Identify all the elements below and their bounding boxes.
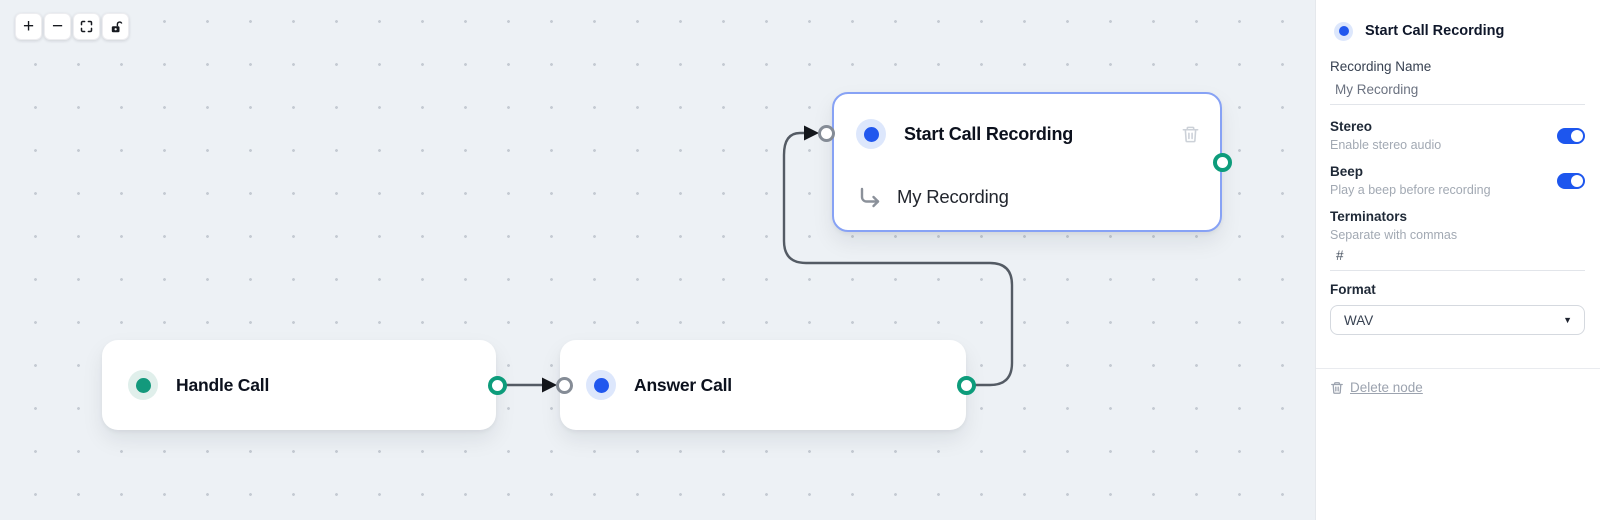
- node-answer-call[interactable]: Answer Call: [560, 340, 966, 430]
- node-type-icon: [856, 119, 886, 149]
- blue-dot-icon: [1338, 26, 1349, 36]
- canvas-toolbar: + −: [15, 13, 129, 40]
- flow-canvas[interactable]: + −: [0, 0, 1315, 520]
- panel-header: Start Call Recording: [1330, 20, 1585, 42]
- node-type-icon: [128, 370, 158, 400]
- terminators-label: Terminators: [1330, 209, 1408, 224]
- fit-view-icon: [79, 19, 94, 34]
- stereo-description: Enable stereo audio: [1330, 138, 1442, 152]
- terminators-description: Separate with commas: [1330, 228, 1458, 242]
- teal-dot-icon: [135, 377, 151, 393]
- node-subtitle: My Recording: [897, 186, 1009, 207]
- lock-button[interactable]: [102, 13, 129, 40]
- beep-description: Play a beep before recording: [1330, 183, 1491, 197]
- fit-view-button[interactable]: [73, 13, 100, 40]
- trash-icon[interactable]: [1181, 125, 1200, 144]
- blue-dot-icon: [863, 126, 879, 142]
- beep-toggle[interactable]: [1557, 173, 1585, 189]
- delete-node-link[interactable]: Delete node: [1330, 380, 1423, 395]
- unlock-icon: [109, 20, 123, 34]
- node-title: Start Call Recording: [904, 123, 1074, 144]
- chevron-down-icon: ▼: [1563, 315, 1572, 325]
- source-handle-answer-call[interactable]: [957, 376, 976, 395]
- node-title: Answer Call: [634, 374, 732, 395]
- delete-node-label: Delete node: [1350, 380, 1423, 395]
- node-start-call-recording[interactable]: Start Call Recording My Recording: [832, 92, 1222, 232]
- recording-name-label: Recording Name: [1330, 59, 1432, 74]
- target-handle-answer-call[interactable]: [556, 377, 573, 394]
- zoom-out-button[interactable]: −: [44, 13, 71, 40]
- stereo-toggle[interactable]: [1557, 128, 1585, 144]
- beep-label: Beep: [1330, 164, 1364, 179]
- node-type-icon: [586, 370, 616, 400]
- node-title: Handle Call: [176, 374, 270, 395]
- blue-dot-icon: [593, 377, 609, 393]
- node-type-icon: [1334, 21, 1353, 41]
- beep-field-text: Beep Play a beep before recording: [1330, 164, 1491, 198]
- target-handle-start-call-recording[interactable]: [818, 125, 835, 142]
- stereo-label: Stereo: [1330, 119, 1373, 134]
- panel-title: Start Call Recording: [1365, 23, 1505, 39]
- recording-name-input[interactable]: [1330, 77, 1585, 105]
- trash-icon: [1330, 381, 1344, 395]
- source-handle-start-call-recording[interactable]: [1213, 153, 1232, 172]
- format-select[interactable]: WAV ▼: [1330, 305, 1585, 335]
- edge-arrowhead: [804, 125, 819, 141]
- node-handle-call[interactable]: Handle Call: [102, 340, 496, 430]
- source-handle-handle-call[interactable]: [488, 376, 507, 395]
- edge-arrowhead: [542, 377, 557, 393]
- format-label: Format: [1330, 282, 1376, 297]
- stereo-field-text: Stereo Enable stereo audio: [1330, 119, 1441, 153]
- branch-arrow-icon: [858, 187, 882, 208]
- edge-answer-to-recording[interactable]: [782, 131, 1014, 387]
- format-selected-value: WAV: [1344, 312, 1374, 328]
- edges-layer: [497, 125, 1014, 393]
- terminators-input[interactable]: [1330, 243, 1585, 271]
- zoom-in-button[interactable]: +: [15, 13, 42, 40]
- panel-divider: [1316, 368, 1600, 369]
- properties-panel: Start Call Recording Recording Name Ster…: [1315, 0, 1600, 520]
